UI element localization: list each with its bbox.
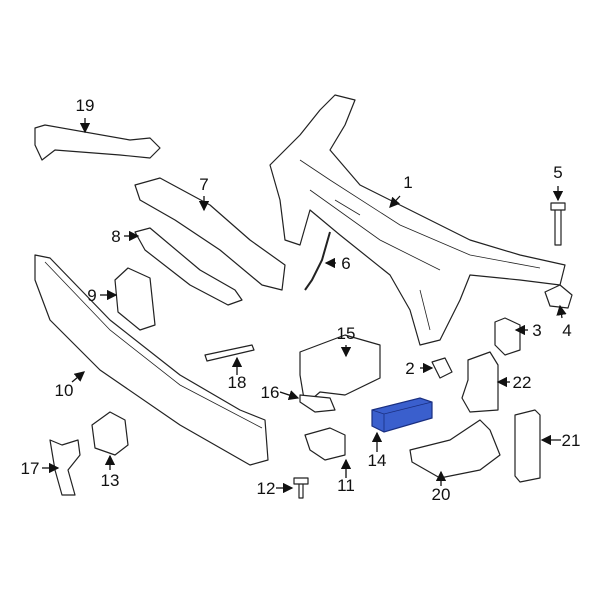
part-3-bracket[interactable] bbox=[494, 317, 521, 356]
callout-14[interactable]: 14 bbox=[368, 431, 387, 470]
part-19-deflector[interactable] bbox=[34, 124, 161, 161]
part-10-bumper-beam[interactable] bbox=[34, 254, 269, 466]
callout-label: 20 bbox=[432, 485, 451, 504]
part-14-highlighted[interactable] bbox=[371, 397, 433, 433]
callout-label: 14 bbox=[368, 451, 387, 470]
callout-label: 7 bbox=[199, 175, 208, 194]
callout-20[interactable]: 20 bbox=[432, 470, 451, 504]
callout-8[interactable]: 8 bbox=[111, 227, 140, 246]
callout-label: 5 bbox=[553, 163, 562, 182]
part-18-strip[interactable] bbox=[204, 344, 255, 362]
part-21-bracket[interactable] bbox=[514, 409, 541, 483]
callout-label: 12 bbox=[257, 479, 276, 498]
callout-label: 1 bbox=[403, 173, 412, 192]
callout-arrow bbox=[556, 304, 567, 319]
callout-label: 6 bbox=[341, 254, 350, 273]
callout-17[interactable]: 17 bbox=[21, 459, 60, 478]
callout-3[interactable]: 3 bbox=[514, 321, 542, 340]
callout-label: 15 bbox=[337, 324, 356, 343]
callout-label: 18 bbox=[228, 373, 247, 392]
callout-4[interactable]: 4 bbox=[556, 304, 572, 340]
part-16-bracket[interactable] bbox=[299, 394, 336, 413]
callout-label: 2 bbox=[405, 359, 414, 378]
callout-arrow bbox=[389, 195, 401, 208]
callout-label: 22 bbox=[513, 373, 532, 392]
part-7-absorber[interactable] bbox=[134, 177, 286, 291]
part-20-arm[interactable] bbox=[409, 419, 501, 479]
callout-label: 13 bbox=[101, 471, 120, 490]
part-6-hose[interactable] bbox=[304, 231, 331, 291]
callout-21[interactable]: 21 bbox=[540, 431, 581, 450]
callout-18[interactable]: 18 bbox=[228, 356, 247, 392]
callout-label: 19 bbox=[76, 96, 95, 115]
part-2-clip[interactable] bbox=[431, 357, 453, 379]
callout-9[interactable]: 9 bbox=[87, 286, 118, 305]
part-22-bracket[interactable] bbox=[461, 351, 499, 413]
callout-label: 9 bbox=[87, 286, 96, 305]
part-8-reinforcement[interactable] bbox=[134, 227, 243, 306]
part-1-radiator-support[interactable] bbox=[269, 94, 566, 346]
callout-12[interactable]: 12 bbox=[257, 479, 294, 498]
part-9-bracket[interactable] bbox=[114, 267, 156, 331]
part-12-screw[interactable] bbox=[293, 477, 309, 499]
callout-label: 11 bbox=[337, 476, 355, 495]
callout-1[interactable]: 1 bbox=[389, 173, 413, 208]
callout-label: 3 bbox=[532, 321, 541, 340]
callout-label: 16 bbox=[261, 383, 280, 402]
callout-arrow bbox=[71, 371, 85, 383]
callout-label: 4 bbox=[562, 321, 571, 340]
part-5-bolt[interactable] bbox=[550, 202, 566, 246]
callout-19[interactable]: 19 bbox=[76, 96, 95, 134]
callout-10[interactable]: 10 bbox=[55, 371, 85, 400]
callout-2[interactable]: 2 bbox=[405, 359, 434, 378]
callout-5[interactable]: 5 bbox=[552, 163, 564, 202]
callout-13[interactable]: 13 bbox=[101, 454, 120, 490]
callout-16[interactable]: 16 bbox=[261, 383, 300, 402]
callout-22[interactable]: 22 bbox=[496, 373, 532, 392]
part-4-mount[interactable] bbox=[544, 284, 573, 309]
part-17-bracket[interactable] bbox=[49, 439, 81, 496]
callout-label: 21 bbox=[562, 431, 581, 450]
callout-label: 10 bbox=[55, 381, 74, 400]
callout-15[interactable]: 15 bbox=[337, 324, 356, 358]
callout-label: 17 bbox=[21, 459, 40, 478]
part-11-bracket[interactable] bbox=[304, 427, 346, 461]
callout-7[interactable]: 7 bbox=[198, 175, 210, 212]
part-13-bracket[interactable] bbox=[91, 411, 129, 456]
part-15-module[interactable] bbox=[299, 334, 381, 406]
callout-arrow bbox=[279, 390, 300, 401]
callout-label: 8 bbox=[111, 227, 120, 246]
callout-6[interactable]: 6 bbox=[324, 254, 351, 273]
callout-11[interactable]: 11 bbox=[337, 458, 355, 495]
